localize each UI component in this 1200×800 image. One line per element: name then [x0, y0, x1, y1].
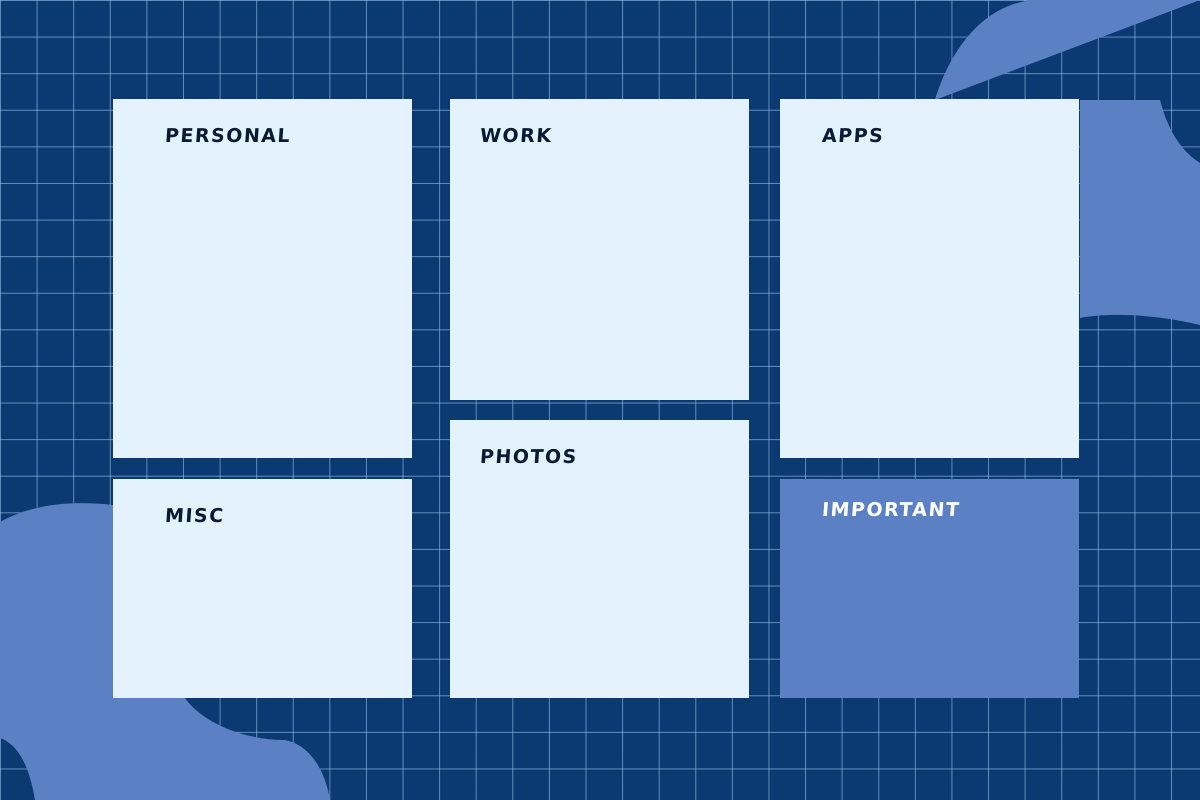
panel-label-photos: PHOTOS [479, 446, 579, 468]
top-right-blob-outer [1080, 100, 1200, 325]
panel-important[interactable]: IMPORTANT [780, 479, 1079, 698]
panel-apps[interactable]: APPS [780, 99, 1079, 458]
panel-label-important: IMPORTANT [821, 499, 962, 521]
panel-personal[interactable]: PERSONAL [113, 99, 412, 458]
panel-label-work: WORK [479, 125, 554, 147]
panel-label-personal: PERSONAL [164, 125, 292, 147]
panel-label-apps: APPS [821, 125, 886, 147]
panel-misc[interactable]: MISC [113, 479, 412, 698]
panel-work[interactable]: WORK [450, 99, 749, 400]
panel-photos[interactable]: PHOTOS [450, 420, 749, 698]
panel-label-misc: MISC [164, 505, 226, 527]
bottom-left-blob [0, 503, 330, 800]
